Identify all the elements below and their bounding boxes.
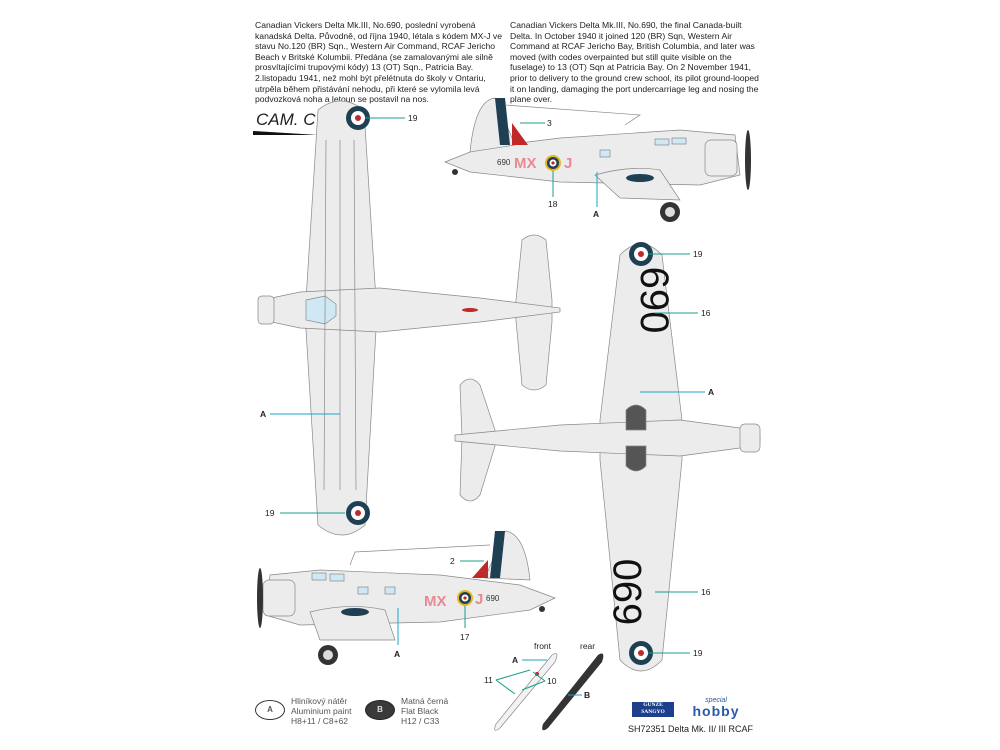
serial-number: 690 [497, 158, 511, 167]
logo-text-bottom: hobby [692, 703, 740, 719]
roundel-marking [626, 174, 654, 182]
propeller-rear-label: rear [580, 641, 595, 651]
top-view [257, 100, 561, 536]
propeller-front [494, 653, 558, 731]
history-text-czech: Canadian Vickers Delta Mk.III, No.690, p… [255, 20, 502, 105]
special-hobby-logo: special hobby [690, 697, 742, 719]
roundel-marking [341, 608, 369, 616]
serial-number: 690 [486, 594, 500, 603]
legend-codes: H12 / C33 [401, 716, 440, 726]
callout-16: 16 [701, 308, 711, 318]
callout-19: 19 [693, 249, 703, 259]
legend-key-b: B [365, 700, 395, 720]
legend-codes: H8+11 / C8+62 [291, 716, 349, 726]
fuselage-code-left: MX [514, 155, 537, 172]
legend-name-cz: Hliníkový nátěr [291, 696, 348, 706]
callout-a: A [260, 409, 266, 419]
serial-number-underwing: 690 [606, 559, 650, 626]
fuselage-code-right: J [564, 155, 572, 172]
engine-nacelle [309, 606, 396, 641]
callout-a: A [512, 655, 518, 665]
serial-number-underwing: 690 [632, 267, 676, 334]
callout-17: 17 [460, 632, 470, 642]
callout-a: A [708, 387, 714, 397]
legend-name-en: Flat Black [401, 706, 439, 716]
legend-key-a: A [255, 700, 285, 720]
callout-19: 19 [265, 508, 275, 518]
propeller-front-label: front [534, 641, 552, 651]
engine-cowling [257, 295, 275, 325]
kit-footer: SH72351 Delta Mk. II/ III RCAF [628, 724, 754, 734]
callout-a: A [593, 209, 599, 219]
callout-b: B [584, 690, 590, 700]
callout-18: 18 [548, 199, 558, 209]
scheme-underline [253, 131, 318, 135]
legend-name-cz: Matná černá [401, 696, 449, 706]
history-text-english: Canadian Vickers Delta Mk.III, No.690, t… [510, 20, 759, 105]
fuselage-code-right: J [475, 591, 483, 608]
callout-16: 16 [701, 587, 711, 597]
legend-name-en: Aluminium paint [291, 706, 352, 716]
side-view-lower [257, 530, 556, 665]
bottom-view [454, 243, 761, 672]
roundel-marking [346, 501, 370, 525]
fuselage-code-left: MX [424, 593, 447, 610]
callout-11: 11 [484, 675, 493, 685]
callout-3: 3 [547, 118, 552, 128]
callout-19: 19 [408, 113, 418, 123]
callout-a: A [394, 649, 400, 659]
callout-2: 2 [450, 556, 455, 566]
scheme-label: CAM. C [256, 110, 316, 129]
bottom-view-fuselage [454, 419, 761, 457]
gunze-sangyo-logo: GUNZE SANGYO [632, 702, 674, 717]
engine-nacelle [594, 167, 681, 201]
propeller-rear [542, 653, 604, 731]
side-view-upper [444, 97, 751, 222]
callout-10: 10 [547, 676, 557, 686]
logo-text-top: special [705, 697, 727, 704]
top-view-fuselage [261, 287, 561, 333]
callout-19: 19 [693, 648, 703, 658]
